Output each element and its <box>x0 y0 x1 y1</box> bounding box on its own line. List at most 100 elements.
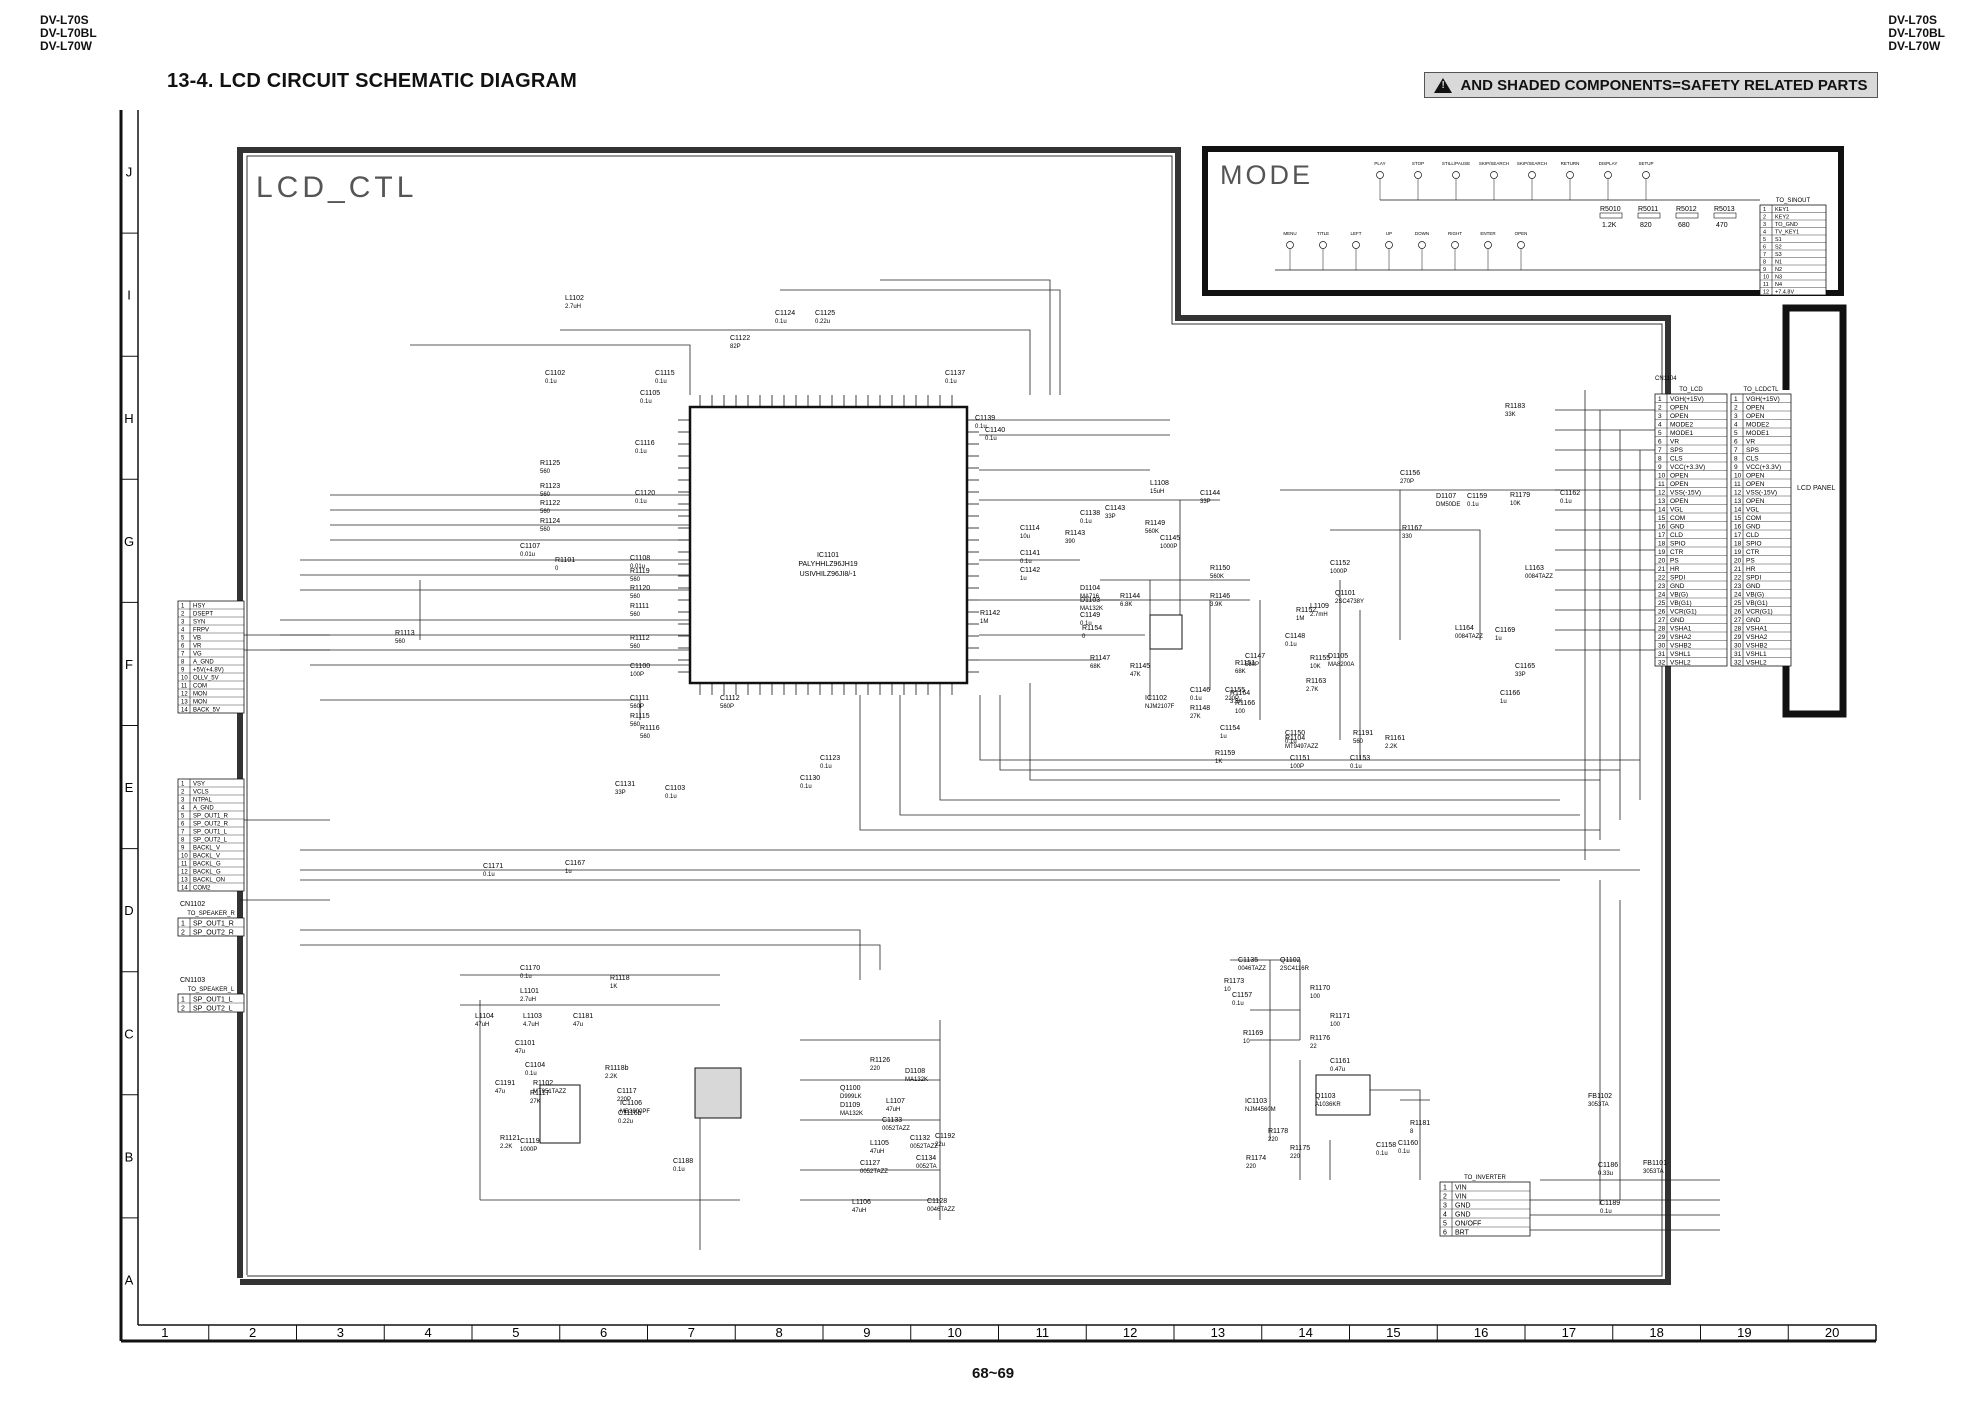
component-value: 1u <box>1500 699 1507 705</box>
connector-pin-number: 4 <box>181 628 185 634</box>
component-ref: R1121 <box>500 1135 520 1142</box>
connector-pin-name: VSHA2 <box>1670 634 1692 641</box>
component-ref: L1163 <box>1525 565 1544 572</box>
component-ref: C1171 <box>483 863 503 870</box>
connector-pin-name: BACK_5V <box>193 708 220 714</box>
mode-switch-label: RETURN <box>1561 161 1580 166</box>
mode-switch <box>1490 171 1498 179</box>
row-label: D <box>124 903 133 918</box>
connector-pin-number: 7 <box>1734 447 1738 454</box>
component-ref: R1150 <box>1210 565 1230 572</box>
component-ref: L1108 <box>1150 480 1169 487</box>
connector-pin-number: 27 <box>1734 617 1742 624</box>
connector-pin-name: CLD <box>1670 532 1683 539</box>
mode-switch <box>1452 171 1460 179</box>
connector-pin-number: 6 <box>1734 439 1738 446</box>
component-ref: Q1100 <box>840 1085 861 1092</box>
model-list-right: DV-L70S DV-L70BL DV-L70W <box>1888 14 1945 53</box>
connector-pin-name: SPIO <box>1670 541 1686 548</box>
connector-pin-number: 4 <box>181 806 185 812</box>
component-ref: C1158 <box>1376 1142 1396 1149</box>
component-ref: Q1102 <box>1280 957 1301 964</box>
component-value: 220 <box>1268 1137 1279 1143</box>
connector-pin-number: 12 <box>181 870 188 876</box>
mode-switch <box>1414 171 1422 179</box>
connector-pin-number: 19 <box>1658 549 1666 556</box>
lcd-ctl-label: LCD_CTL <box>256 171 417 204</box>
connector-pin-number: 2 <box>1734 405 1738 412</box>
component-value: 2SC4738Y <box>1335 599 1364 605</box>
mode-switch <box>1385 241 1393 249</box>
connector-pin-number: 4 <box>1658 422 1662 429</box>
row-label: F <box>125 657 133 672</box>
connector-pin-name: VSHB2 <box>1670 643 1692 650</box>
connector-pin-number: 14 <box>181 708 188 714</box>
component-ref: R1169 <box>1243 1030 1263 1037</box>
component-value: 1K <box>1215 759 1222 765</box>
component-ref: R1166 <box>1235 700 1255 707</box>
connector-pin-number: 12 <box>1763 290 1769 296</box>
connector-pin-name: N4 <box>1775 282 1782 288</box>
connector-pin-number: 25 <box>1734 600 1742 607</box>
connector-pin-number: 4 <box>1443 1212 1447 1219</box>
connector-pin-number: 7 <box>181 652 185 658</box>
component-ref: C1186 <box>1598 1162 1618 1169</box>
connector-pin-name: COM <box>1670 515 1685 522</box>
connector-pin-name: CTR <box>1670 549 1684 556</box>
mode-switch-label: MENU <box>1283 231 1296 236</box>
column-label: 18 <box>1649 1325 1663 1340</box>
connector-pin-name: VCLS <box>193 790 209 796</box>
component-value: 68K <box>1235 669 1246 675</box>
component-ref: L1101 <box>520 988 539 995</box>
connector-pin-name: BACKL_V <box>193 846 220 852</box>
component-value: 0.1u <box>1080 621 1092 627</box>
connector-pin-name: SP_OUT2_L <box>193 838 228 844</box>
component-ref: C1162 <box>1560 490 1580 497</box>
component-ref: Q1101 <box>1335 590 1356 597</box>
component-ref: C1133 <box>882 1117 902 1124</box>
wire-trace <box>1029 683 1600 781</box>
connector-pin-number: 3 <box>1734 413 1738 420</box>
component-value: 1u <box>1220 734 1227 740</box>
component-ref: R1179 <box>1510 492 1530 499</box>
connector-pin-number: 4 <box>1763 230 1766 236</box>
component-value: 33P <box>1105 514 1116 520</box>
component-ref: C1108 <box>630 555 650 562</box>
connector-pin-number: 11 <box>181 862 188 868</box>
component-value: 27K <box>1190 714 1201 720</box>
wiring <box>240 279 1720 1250</box>
connector-pin-number: 15 <box>1658 515 1666 522</box>
connector-pin-name: VSHA1 <box>1746 626 1768 633</box>
component-ref: R1154 <box>1082 625 1102 632</box>
component-ref: R1126 <box>870 1057 890 1064</box>
connector-pin-name: OPEN <box>1670 413 1689 420</box>
component-ref: C1156 <box>1400 470 1420 477</box>
component-ref: C1181 <box>573 1013 593 1020</box>
connector-pin-number: 32 <box>1734 660 1742 667</box>
wire-trace <box>899 695 1580 816</box>
column-label: 7 <box>688 1325 695 1340</box>
connector-pin-name: OPEN <box>1746 481 1765 488</box>
component-ref: C1131 <box>615 781 635 788</box>
connector-pin-number: 31 <box>1734 651 1742 658</box>
component-value: 1M <box>1296 616 1304 622</box>
connector-pin-number: 28 <box>1734 626 1742 633</box>
component-ref: C1143 <box>1105 505 1125 512</box>
connector-pin-number: 4 <box>1734 422 1738 429</box>
connector-pin-name: CTR <box>1746 549 1760 556</box>
component-ref: L1106 <box>852 1199 871 1206</box>
component-ref: FB1101 <box>1643 1160 1667 1167</box>
component-value: 0.1u <box>640 399 652 405</box>
ic-alt-part: USIVHILZ96JI8/-1 <box>800 571 857 578</box>
component-ref: IC1103 <box>1245 1098 1267 1105</box>
component-value: 0.1u <box>483 872 495 878</box>
connector-title: TO_LCD <box>1679 387 1703 393</box>
connector-title: TO_INVERTER <box>1464 1175 1506 1181</box>
component-value: 1M <box>980 619 988 625</box>
connector-pin-number: 12 <box>1734 490 1742 497</box>
connector-pin-name: VR <box>193 644 202 650</box>
component-value: 0.1u <box>1190 696 1202 702</box>
